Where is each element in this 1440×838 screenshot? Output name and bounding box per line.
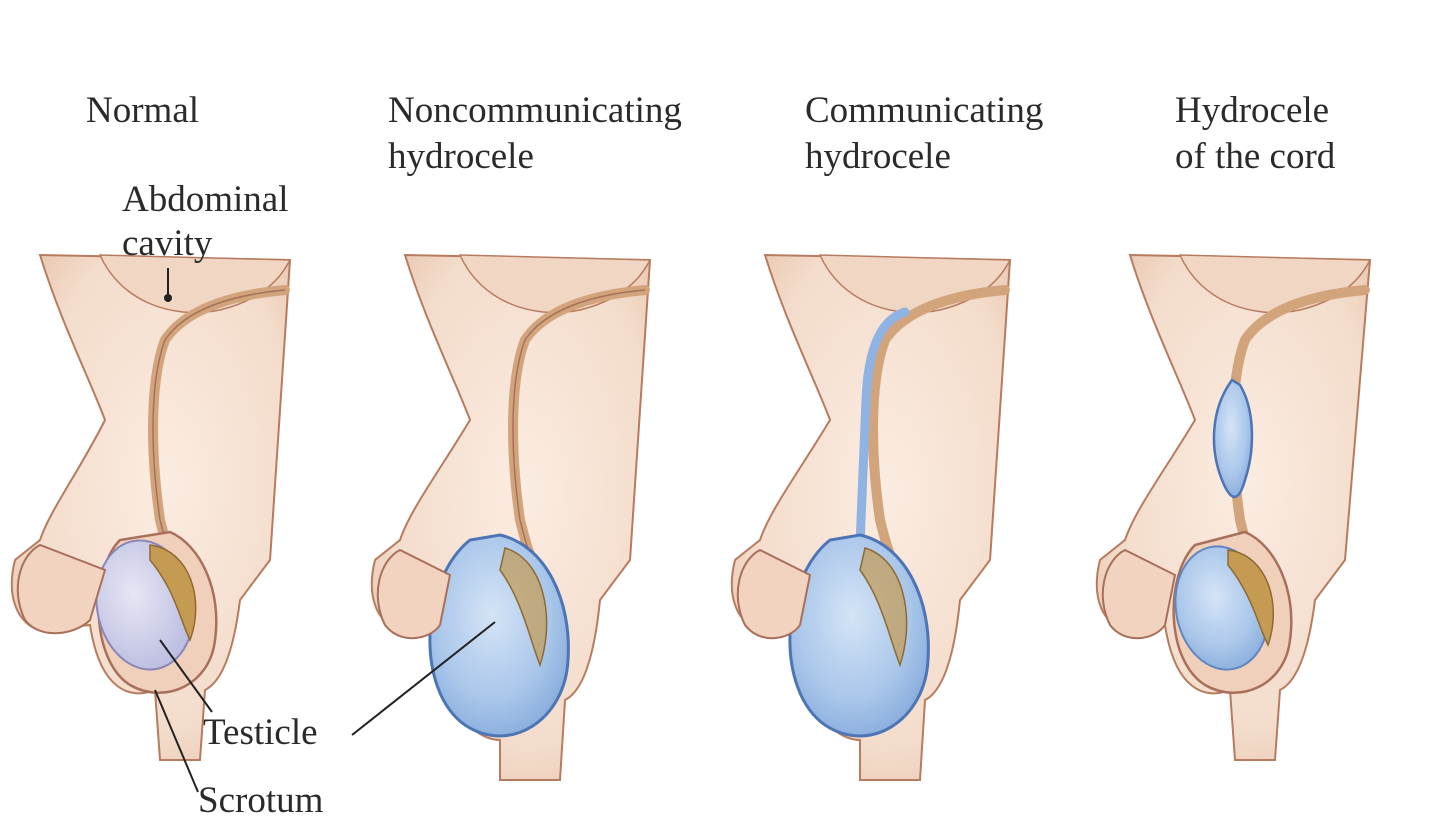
panel-communicating [730,253,1012,781]
penis-shape [376,548,452,640]
spermatic-cord [868,285,1010,580]
panel-title-line: hydrocele [388,136,534,177]
scrotum-leader [154,689,199,793]
testicle-label: Testicle [203,710,318,756]
panel-title-line: Noncommunicating [388,90,682,131]
epididymis-shape [859,547,908,668]
panel-noncommunicating [370,253,652,781]
penis-shape [1101,548,1177,640]
epididymis-shape [499,547,548,668]
testicle-leader-hydrocele [351,621,496,736]
epididymis-shape [149,544,197,642]
panel-title-normal: Normal [86,88,199,134]
scrotum-label: Scrotum [198,778,323,824]
panel-title-line: Communicating [805,90,1044,131]
abdomen-skin [10,253,292,761]
panel-title-cord: Hydrocele of the cord [1175,88,1335,180]
callout-line: cavity [122,223,213,264]
cord-hydrocele [1212,378,1254,499]
callout-line: Abdominal [122,179,289,220]
panel-cord [1095,253,1372,761]
callout-line: Testicle [203,712,318,753]
panel-title-line: Hydrocele [1175,90,1330,131]
penis-shape [736,548,812,640]
callout-line: Scrotum [198,780,324,821]
penis-shape [16,543,107,635]
epididymis-shape [1227,549,1275,647]
panel-title-line: of the cord [1175,136,1336,177]
panel-normal [10,253,292,761]
spermatic-cord-edge [512,289,646,576]
panel-title-line: hydrocele [805,136,951,177]
patent-processus-fluid [855,307,910,550]
testicle-leader-normal [159,639,213,713]
panel-title-noncommunicating: Noncommunicating hydrocele [388,88,682,180]
panel-title-line: Normal [86,90,200,131]
abdominal-cavity-label: Abdominal cavity [122,178,288,266]
panel-title-communicating: Communicating hydrocele [805,88,1043,180]
